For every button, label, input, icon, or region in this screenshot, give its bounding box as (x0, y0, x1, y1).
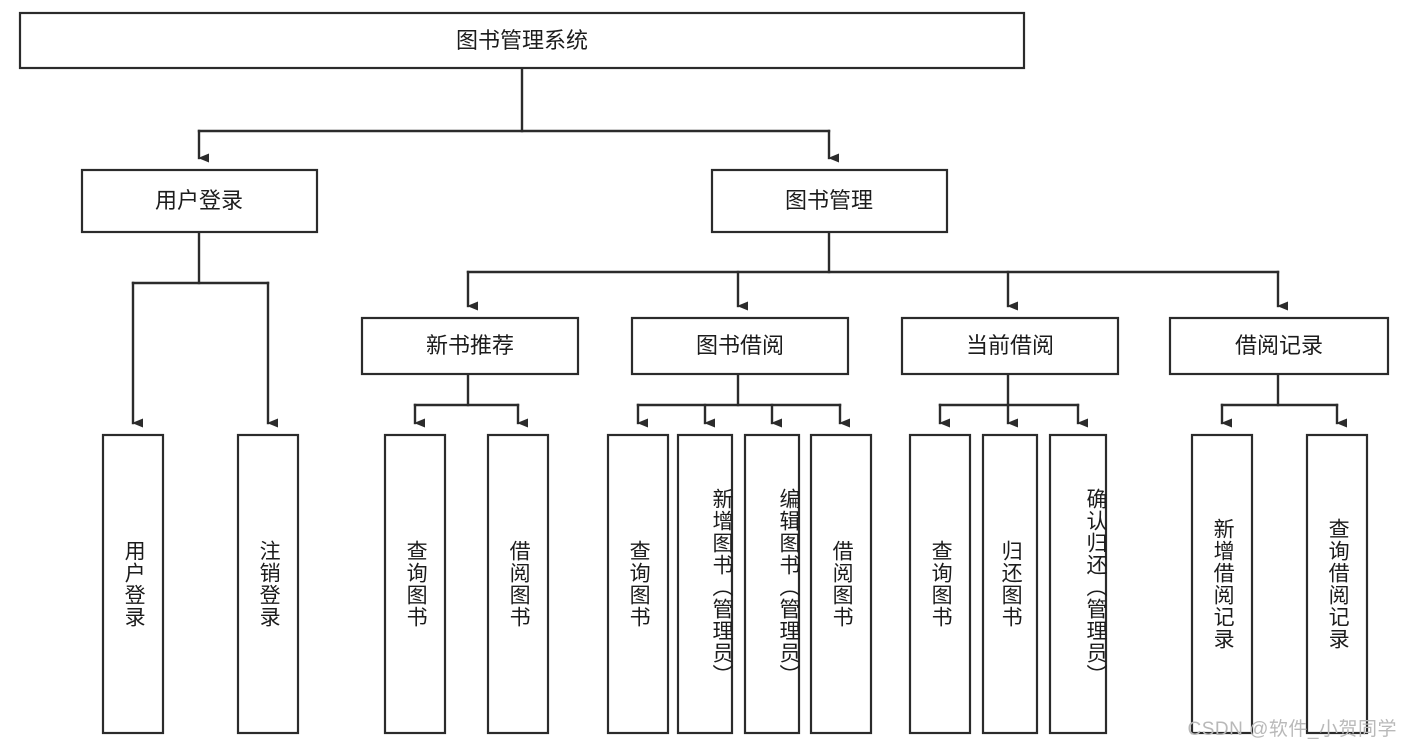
watermark-text: CSDN @软件_小贺同学 (1187, 719, 1397, 740)
node-borrow-record-box[interactable] (1168, 316, 1390, 376)
node-user-login-box[interactable] (80, 168, 319, 234)
node-new-book-box[interactable] (360, 316, 580, 376)
leaf-box-borrow-record-2[interactable] (1305, 433, 1369, 735)
node-current-borrow-box[interactable] (900, 316, 1120, 376)
leaf-box-current-borrow-3[interactable] (1048, 433, 1108, 735)
node-book-borrow-label: 图书借阅 (696, 333, 784, 358)
connector-group-user-login (131, 230, 278, 428)
node-book-manage-label: 图书管理 (785, 188, 873, 213)
leaf-box-new-book-1[interactable] (383, 433, 447, 735)
node-borrow-record-label: 借阅记录 (1235, 333, 1323, 358)
leaf-box-book-borrow-2[interactable] (676, 433, 734, 735)
leaf-box-borrow-record-1[interactable] (1190, 433, 1254, 735)
connector-group-book-borrow (636, 372, 850, 428)
leaf-box-current-borrow-2[interactable] (981, 433, 1039, 735)
leaf-box-current-borrow-1[interactable] (908, 433, 972, 735)
leaf-box-new-book-2[interactable] (486, 433, 550, 735)
leaf-box-book-borrow-1[interactable] (606, 433, 670, 735)
connector-group-borrow-record (1220, 372, 1347, 428)
connector-group-current-borrow (938, 372, 1088, 428)
connector-group-new-book (413, 372, 528, 428)
leaf-box-user-login-2[interactable] (236, 433, 300, 735)
node-user-login-label: 用户登录 (155, 188, 243, 213)
node-current-borrow-label: 当前借阅 (966, 333, 1054, 358)
connector-group-root (197, 66, 839, 163)
leaf-box-user-login-1[interactable] (101, 433, 165, 735)
node-root-label: 图书管理系统 (456, 28, 588, 53)
leaf-box-book-borrow-3[interactable] (743, 433, 801, 735)
node-new-book-label: 新书推荐 (426, 333, 514, 358)
connector-group-book-manage (466, 230, 1288, 311)
node-book-manage-box[interactable] (710, 168, 949, 234)
leaf-box-book-borrow-4[interactable] (809, 433, 873, 735)
node-book-borrow-box[interactable] (630, 316, 850, 376)
node-root-box[interactable] (18, 11, 1026, 70)
